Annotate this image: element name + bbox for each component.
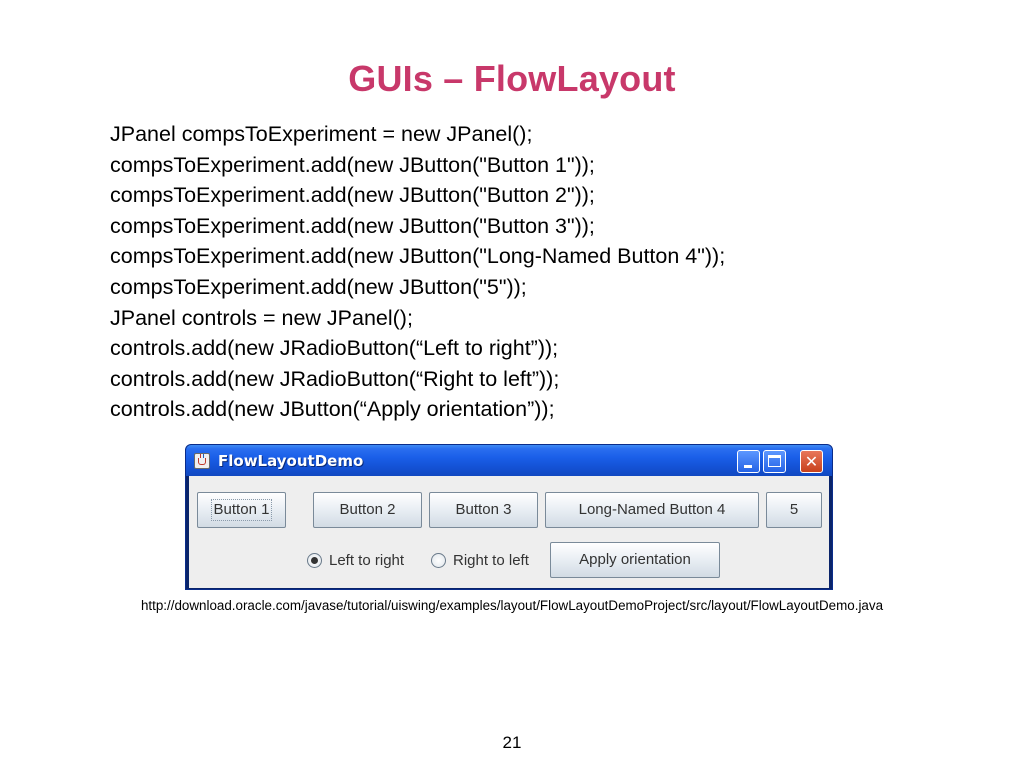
flowlayout-demo-window: FlowLayoutDemo ✕ Button 1 Button 2 Butto…: [185, 444, 833, 590]
minimize-icon: [744, 465, 752, 468]
button-label: Long-Named Button 4: [578, 501, 726, 518]
code-line: controls.add(new JRadioButton(“Right to …: [110, 366, 560, 391]
code-line: compsToExperiment.add(new JButton("Butto…: [110, 183, 595, 208]
window-titlebar[interactable]: FlowLayoutDemo ✕: [186, 445, 832, 476]
code-line: controls.add(new JButton(“Apply orientat…: [110, 397, 555, 422]
button-label: Button 1: [210, 499, 273, 521]
source-url: http://download.oracle.com/javase/tutori…: [140, 598, 884, 613]
code-line: compsToExperiment.add(new JButton("Long-…: [110, 244, 726, 269]
radio-label: Left to right: [329, 552, 405, 569]
button-5[interactable]: 5: [766, 492, 822, 528]
radio-selected-icon[interactable]: [307, 553, 322, 568]
code-line: compsToExperiment.add(new JButton("5"));: [110, 274, 527, 299]
maximize-button[interactable]: [763, 450, 786, 473]
code-line: controls.add(new JRadioButton(“Left to r…: [110, 336, 559, 361]
code-line: JPanel compsToExperiment = new JPanel();: [110, 122, 533, 146]
minimize-button[interactable]: [737, 450, 760, 473]
close-icon: ✕: [804, 452, 819, 471]
window-content: Button 1 Button 2 Button 3 Long-Named Bu…: [189, 476, 829, 588]
code-line: JPanel controls = new JPanel();: [110, 305, 413, 330]
long-named-button-4[interactable]: Long-Named Button 4: [545, 492, 759, 528]
radio-label: Right to left: [453, 552, 529, 569]
close-button[interactable]: ✕: [800, 450, 823, 473]
code-line: compsToExperiment.add(new JButton("Butto…: [110, 213, 595, 238]
radio-unselected-icon[interactable]: [431, 553, 446, 568]
java-cup-icon[interactable]: [194, 453, 210, 469]
apply-orientation-button[interactable]: Apply orientation: [550, 542, 720, 578]
radio-left-to-right[interactable]: Left to right: [307, 552, 422, 570]
button-label: Button 2: [339, 501, 396, 518]
button-label: 5: [789, 501, 799, 518]
radio-right-to-left[interactable]: Right to left: [431, 552, 546, 570]
button-2[interactable]: Button 2: [313, 492, 422, 528]
button-label: Apply orientation: [579, 551, 691, 568]
maximize-icon: [768, 455, 781, 467]
slide-title: GUIs – FlowLayout: [348, 58, 676, 99]
window-title: FlowLayoutDemo: [218, 452, 364, 470]
page-number: 21: [502, 733, 522, 752]
code-block: JPanel compsToExperiment = new JPanel();…: [110, 119, 990, 425]
button-1[interactable]: Button 1: [197, 492, 286, 528]
code-line: compsToExperiment.add(new JButton("Butto…: [110, 152, 595, 177]
button-label: Button 3: [455, 501, 512, 518]
button-3[interactable]: Button 3: [429, 492, 538, 528]
